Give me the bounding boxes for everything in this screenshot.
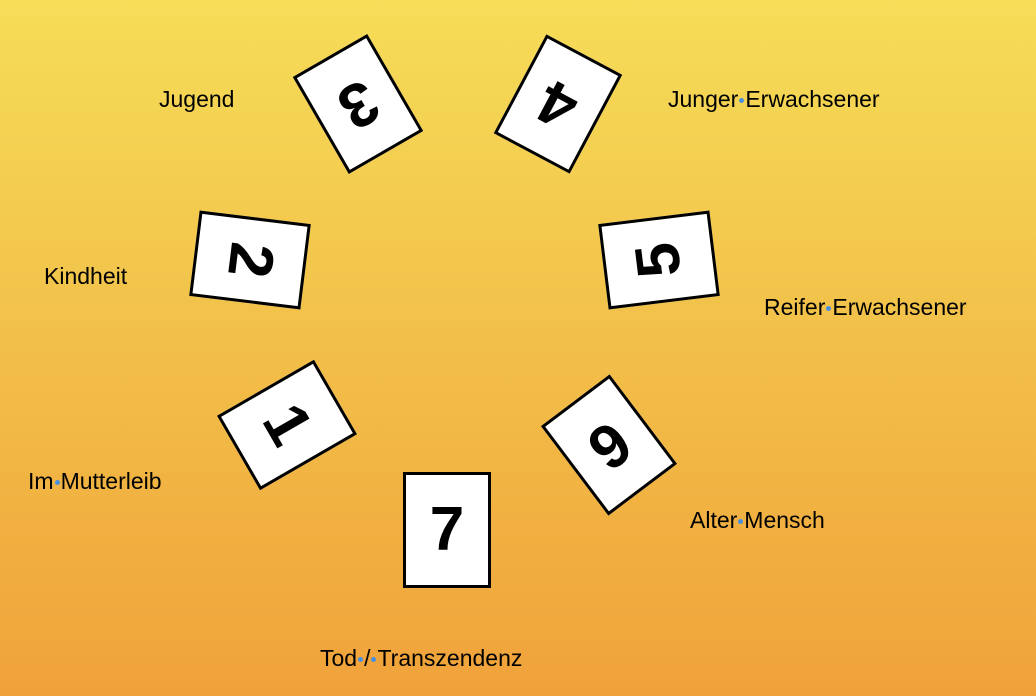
card-6[interactable]: 6 xyxy=(540,374,678,516)
card-number: 1 xyxy=(248,392,326,457)
card-2[interactable]: 2 xyxy=(189,210,311,310)
label-word: Erwachsener xyxy=(832,294,967,320)
label-kindheit: Kindheit xyxy=(44,263,127,290)
label-word: Tod xyxy=(320,645,358,671)
card-number: 3 xyxy=(326,65,391,143)
space-marker xyxy=(54,480,60,486)
card-4[interactable]: 4 xyxy=(493,34,623,174)
space-marker xyxy=(371,657,377,663)
card-number: 5 xyxy=(622,238,695,282)
label-word: Junger xyxy=(668,86,739,112)
card-1[interactable]: 1 xyxy=(217,359,357,491)
label-word: Jugend xyxy=(159,86,235,112)
label-word: Mutterleib xyxy=(60,468,162,494)
label-word: Mensch xyxy=(744,507,825,533)
card-number: 7 xyxy=(429,495,465,564)
space-marker xyxy=(739,98,745,104)
label-word: Im xyxy=(28,468,54,494)
space-marker xyxy=(358,657,364,663)
label-word: Reifer xyxy=(764,294,826,320)
space-marker xyxy=(738,519,744,525)
card-7[interactable]: 7 xyxy=(403,472,491,588)
label-word: Transzendenz xyxy=(377,645,523,671)
space-marker xyxy=(826,306,832,312)
card-number: 4 xyxy=(526,65,590,144)
card-3[interactable]: 3 xyxy=(292,34,424,174)
label-word: Kindheit xyxy=(44,263,128,289)
card-number: 2 xyxy=(214,238,287,282)
label-word: Erwachsener xyxy=(745,86,880,112)
card-5[interactable]: 5 xyxy=(598,210,720,310)
label-jugend: Jugend xyxy=(159,86,234,113)
label-word: Alter xyxy=(690,507,738,533)
card-number: 6 xyxy=(574,407,644,484)
label-tod-transzendenz: Tod/Transzendenz xyxy=(320,645,522,672)
label-word: / xyxy=(364,645,371,671)
